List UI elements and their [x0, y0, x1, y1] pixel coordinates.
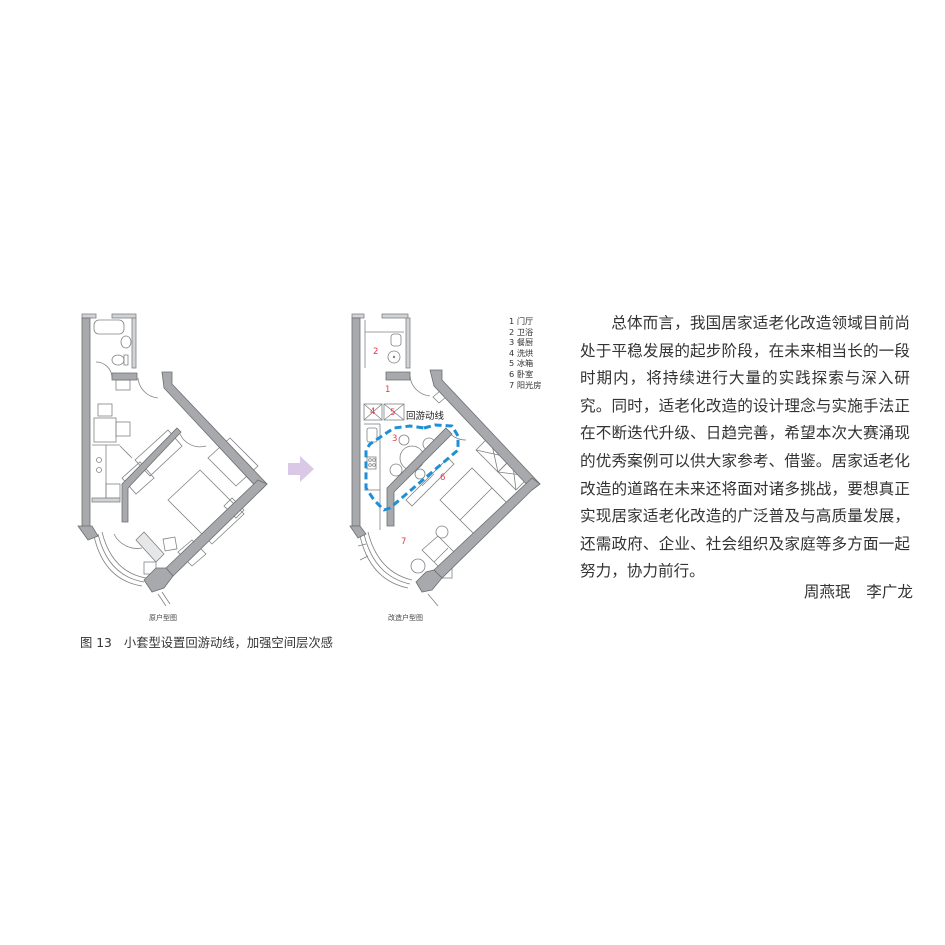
room-number-7: 7	[401, 537, 407, 547]
legend-item: 2 卫浴	[509, 326, 534, 337]
modified-floor-plan	[330, 300, 560, 610]
room-number-4: 4	[370, 407, 376, 417]
article-paragraph: 总体而言，我国居家适老化改造领域目前尚处于平稳发展的起步阶段，在未来相当长的一段…	[580, 314, 910, 581]
room-number-3: 3	[392, 434, 398, 444]
figure-caption: 图 13 小套型设置回游动线，加强空间层次感	[80, 633, 333, 651]
article-authors: 周燕珉 李广龙	[803, 583, 913, 601]
legend-item: 6 卧室	[509, 368, 534, 379]
legend-item: 7 阳光房	[509, 379, 542, 390]
original-floor-plan	[60, 300, 290, 610]
legend-item: 3 餐厨	[509, 337, 534, 348]
figure-number: 图 13	[80, 636, 112, 650]
article-body: 总体而言，我国居家适老化改造领域目前尚处于平稳发展的起步阶段，在未来相当长的一段…	[580, 310, 910, 586]
room-legend: 1 门厅 2 卫浴 3 餐厨 4 洗烘 5 冰箱 6 卧室 7 阳光房	[509, 316, 541, 390]
legend-item: 1 门厅	[509, 316, 534, 326]
original-plan-caption: 原户型图	[149, 614, 177, 622]
legend-item: 5 冰箱	[509, 358, 534, 369]
route-label: 回游动线	[406, 411, 445, 422]
legend-item: 4 洗烘	[509, 347, 534, 358]
room-number-1: 1	[385, 385, 391, 395]
room-number-6: 6	[440, 473, 446, 483]
right-arrow-icon	[286, 455, 316, 487]
room-number-5: 5	[390, 408, 396, 418]
figure-caption-text: 小套型设置回游动线，加强空间层次感	[123, 636, 333, 650]
modified-plan-caption: 改造户型图	[388, 614, 423, 622]
room-number-2: 2	[373, 347, 379, 357]
